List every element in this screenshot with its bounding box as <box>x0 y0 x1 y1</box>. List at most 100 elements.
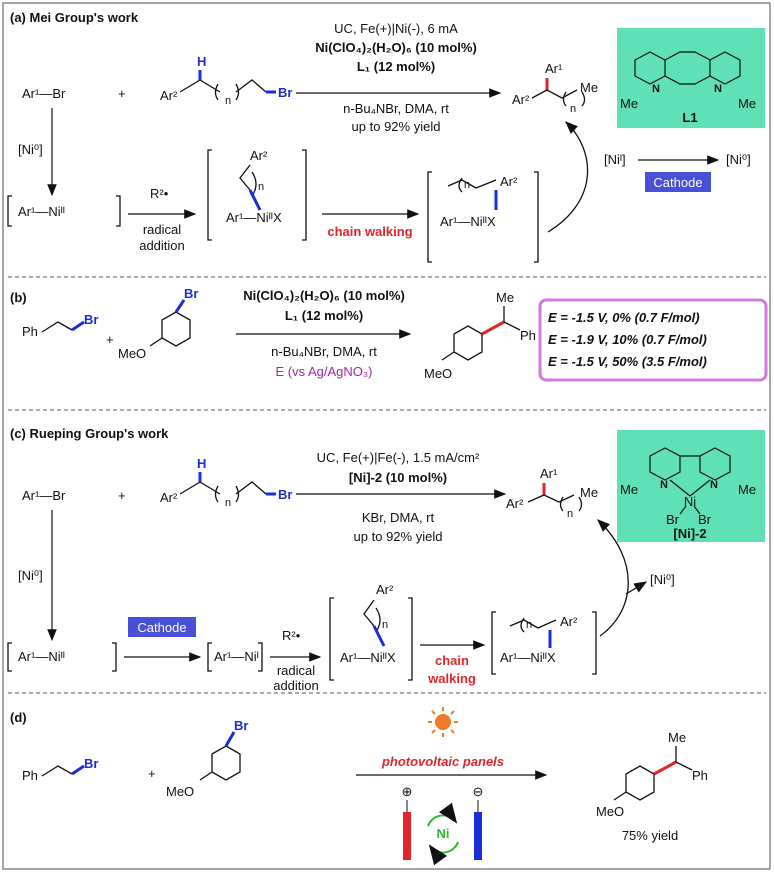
c-int2-ar2: Ar² <box>376 582 394 597</box>
a-ni0-out: [Ni⁰] <box>726 152 751 167</box>
d-prod-ph-bond <box>675 761 693 771</box>
c-radical: R²• <box>282 628 301 643</box>
a-cathode-box <box>645 172 711 192</box>
c-chain-walking-1: chain <box>435 653 469 668</box>
c-int1-brackets <box>7 642 117 672</box>
a-chain-bonds-2 <box>235 79 267 93</box>
b-prod-me: Me <box>496 290 514 305</box>
a-cond4: n-Bu₄NBr, DMA, rt <box>343 101 449 116</box>
a-int3-n: n <box>464 179 470 191</box>
a-int3-brackets <box>427 171 539 263</box>
c-int-nii: Ar¹—Niᴵ <box>214 649 259 664</box>
c-int1: Ar¹—Niᴵᴵ <box>18 649 65 664</box>
c-cathode-box <box>128 617 196 637</box>
c-plus: + <box>118 488 126 503</box>
cat-ni2-structure <box>649 447 731 515</box>
a-int1-brackets <box>7 195 121 227</box>
c-int2-brackets <box>329 597 413 681</box>
b-prod-meo: MeO <box>424 366 452 381</box>
b-prod-new-bond <box>481 320 505 336</box>
d-ph: Ph <box>22 768 38 783</box>
cat-me-left: Me <box>620 482 638 497</box>
b-result-3: E = -1.5 V, 50% (3.5 F/mol) <box>548 354 707 369</box>
d-arbr-bond <box>224 731 236 747</box>
b-prod-ph: Ph <box>520 328 536 343</box>
l1-n-right: N <box>714 83 722 95</box>
sun-icon <box>428 707 458 737</box>
c-cond4: up to 92% yield <box>354 529 443 544</box>
b-plus: + <box>106 332 114 347</box>
b-ph: Ph <box>22 324 38 339</box>
l1-me-left: Me <box>620 96 638 111</box>
b-meo: MeO <box>118 346 146 361</box>
c-int2-n: n <box>382 619 388 631</box>
b-ethyl <box>41 321 73 333</box>
d-arbr: Br <box>234 718 248 733</box>
l1-n-left: N <box>652 83 660 95</box>
b-results-box <box>538 298 768 382</box>
a-int3: Ar¹—NiᴵᴵX <box>440 214 496 229</box>
cat-br-left: Br <box>666 512 680 527</box>
c-radical-addition-2: addition <box>273 678 319 693</box>
l1-label: L1 <box>682 110 697 125</box>
a-nii: [Niᴵ] <box>604 152 626 167</box>
d-minus-sign: ⊖ <box>473 784 484 799</box>
c-ar2: Ar² <box>160 490 178 505</box>
b-prod-ring <box>453 325 483 361</box>
section-d-title: (d) <box>10 710 27 725</box>
l1-me-right: Me <box>738 96 756 111</box>
section-a-title: (a) Mei Group's work <box>10 10 139 25</box>
a-int2-brackets <box>207 149 307 241</box>
c-int3: Ar¹—NiᴵᴵX <box>500 650 556 665</box>
d-yield: 75% yield <box>622 828 678 843</box>
d-cathode-electrode <box>474 812 482 860</box>
a-reductive-elim-arrow <box>547 121 589 233</box>
a-prod-ar1: Ar¹ <box>545 61 563 76</box>
c-int2-chain <box>363 599 375 627</box>
a-int2-n: n <box>258 181 264 193</box>
b-result-1: E = -1.5 V, 0% (0.7 F/mol) <box>548 310 700 325</box>
d-meo: MeO <box>166 784 194 799</box>
c-chain-bonds <box>179 481 221 495</box>
a-prod-ar2: Ar² <box>512 92 530 107</box>
section-d: (d) Ph Br + Br MeO photovoltaic panels <box>10 707 708 866</box>
cat-n-left: N <box>660 479 668 491</box>
ligand-l1-structure <box>634 51 741 85</box>
b-cond2: L₁ (12 mol%) <box>285 308 363 323</box>
d-ethyl <box>41 765 73 777</box>
section-b-title: (b) <box>10 290 27 305</box>
cat-ni: Ni <box>684 494 696 509</box>
c-cond3: KBr, DMA, rt <box>362 510 435 525</box>
cat-ni2-box <box>617 430 765 542</box>
c-reductive-elim-arrow <box>597 519 629 637</box>
c-chain-bonds-2 <box>235 481 267 495</box>
a-cathode: Cathode <box>653 175 702 190</box>
a-int2: Ar¹—NiᴵᴵX <box>226 210 282 225</box>
a-int3-chain <box>447 179 477 189</box>
c-n: n <box>225 497 231 509</box>
d-prod-new-bond <box>653 760 677 776</box>
c-ni0-out: [Ni⁰] <box>650 572 675 587</box>
d-panel-label: photovoltaic panels <box>381 754 504 769</box>
d-anisole-ring <box>211 745 241 781</box>
c-int3-bond <box>537 619 557 629</box>
c-ni0-out-arrow <box>625 581 648 595</box>
c-int3-paren <box>520 617 525 633</box>
d-anode <box>403 812 411 860</box>
c-radical-addition-1: radical <box>277 663 315 678</box>
c-int2-nibond <box>372 625 386 647</box>
c-prod-ar2: Ar² <box>506 496 524 511</box>
b-meo-bond <box>149 337 163 347</box>
a-prod-n: n <box>570 103 576 115</box>
d-prod-meo: MeO <box>596 804 624 819</box>
a-prod-me: Me <box>580 80 598 95</box>
section-c: (c) Rueping Group's work Ar¹—Br + Ar² H … <box>7 426 765 693</box>
cat-me-right: Me <box>738 482 756 497</box>
b-cond4: E (vs Ag/AgNO₃) <box>275 364 372 379</box>
a-radical: R²• <box>150 186 169 201</box>
b-cond1: Ni(ClO₄)₂(H₂O)₆ (10 mol%) <box>243 288 405 303</box>
a-int1: Ar¹—Niᴵᴵ <box>18 204 65 219</box>
a-chain-bonds <box>179 79 221 93</box>
